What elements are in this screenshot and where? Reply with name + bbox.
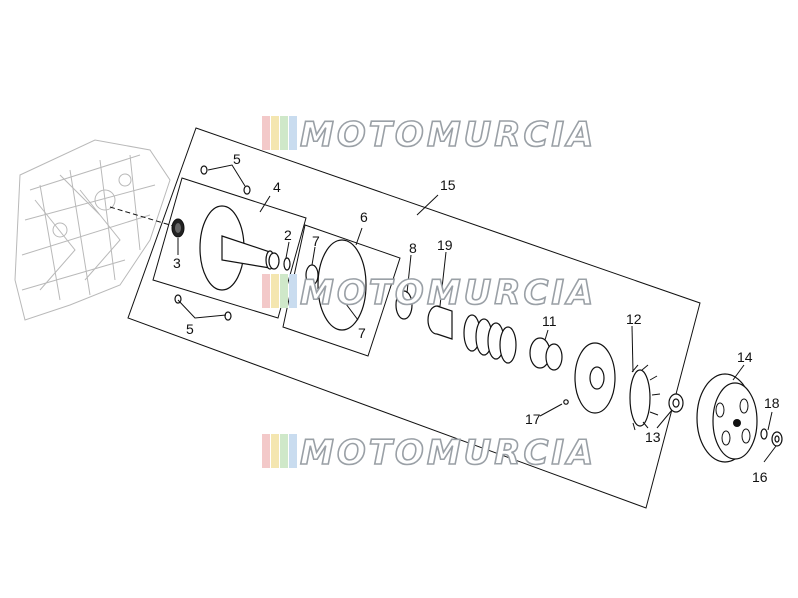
part-5-rollers [174, 165, 251, 321]
callout-7-lower: 7 [358, 325, 366, 341]
callout-19: 19 [437, 237, 453, 253]
callout-4: 4 [273, 179, 281, 195]
part-12-clutch-assembly [574, 342, 661, 431]
shaft-axis-line [109, 206, 181, 229]
watermark-text: MOTOMURCIA [300, 115, 596, 155]
callout-8: 8 [409, 240, 417, 256]
part-3-bearing [171, 218, 185, 238]
part-11-sleeve [529, 337, 563, 371]
part-14-clutch-bell [696, 373, 758, 463]
watermark-top: MOTOMURCIA [262, 114, 596, 156]
part-8-circlip [395, 290, 413, 320]
part-2-seal [268, 252, 291, 271]
callout-5: 5 [233, 151, 241, 167]
part-17-screw [563, 399, 569, 405]
watermark-text: MOTOMURCIA [300, 433, 596, 473]
callout-2: 2 [284, 227, 292, 243]
leader-lines [177, 164, 777, 463]
callout-15: 15 [440, 177, 456, 193]
callout-16: 16 [752, 469, 768, 485]
engine-case-illustration [14, 139, 171, 321]
part-16-nut [771, 431, 783, 447]
callout-7: 7 [312, 233, 320, 249]
part-6-ramp-plate [305, 239, 367, 331]
part-spring [463, 314, 517, 364]
callout-5-lower: 5 [186, 321, 194, 337]
watermark-text: MOTOMURCIA [300, 273, 596, 313]
callout-14: 14 [737, 349, 753, 365]
callout-17: 17 [525, 411, 541, 427]
callout-labels: 5 4 15 2 6 7 8 19 3 5 7 11 12 14 18 17 1… [173, 151, 780, 485]
callout-18: 18 [764, 395, 780, 411]
callout-6: 6 [360, 209, 368, 225]
callout-12: 12 [626, 311, 642, 327]
part-18-washer [760, 428, 768, 440]
part-13-nut [668, 393, 684, 413]
watermark-middle: MOTOMURCIA [262, 272, 596, 314]
assembly-outline-15 [127, 127, 701, 509]
callout-11: 11 [542, 313, 557, 329]
callout-13: 13 [645, 429, 661, 445]
callout-3: 3 [173, 255, 181, 271]
watermark-bottom: MOTOMURCIA [262, 432, 596, 474]
part-19-spacer [427, 305, 453, 340]
